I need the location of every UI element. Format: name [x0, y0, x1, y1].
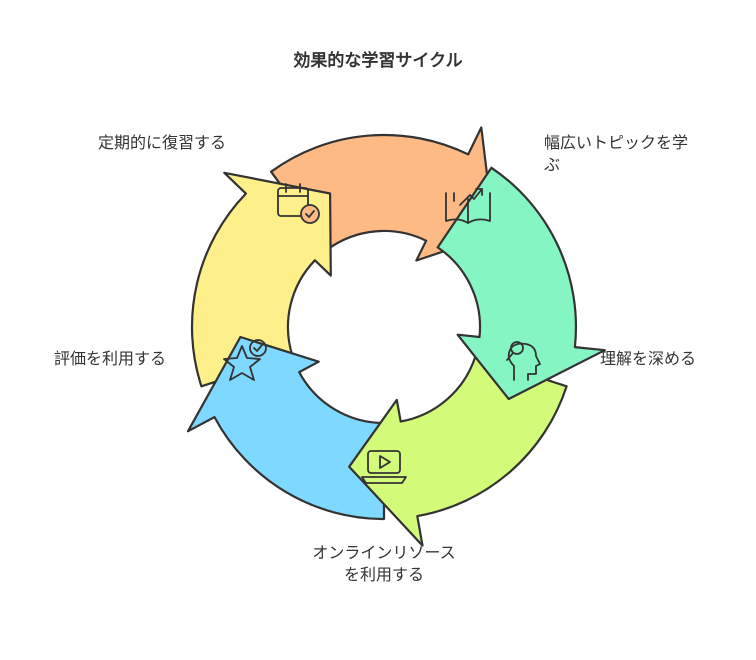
head-thinking-icon: [506, 341, 541, 381]
calendar-check-icon: [277, 183, 320, 224]
video-laptop-icon: [361, 450, 407, 484]
segment-learn-topics: [436, 166, 606, 401]
segment-deepen-understanding: [348, 355, 568, 547]
step-label-online-resources: オンラインリソースを利用する: [312, 543, 456, 584]
star-check-icon: [223, 339, 267, 381]
diagram-title: 効果的な学習サイクル: [293, 51, 463, 71]
open-book-chart-icon: [445, 188, 491, 224]
step-label-learn-topics: 幅広いトピックを学ぶ: [544, 133, 689, 174]
step-label-deepen-understanding: 理解を深める: [600, 349, 697, 368]
segment-use-assessment: [190, 171, 332, 388]
step-label-use-assessment: 評価を利用する: [53, 349, 166, 368]
segment-online-resources: [186, 335, 386, 521]
step-label-regular-review: 定期的に復習する: [97, 133, 226, 152]
